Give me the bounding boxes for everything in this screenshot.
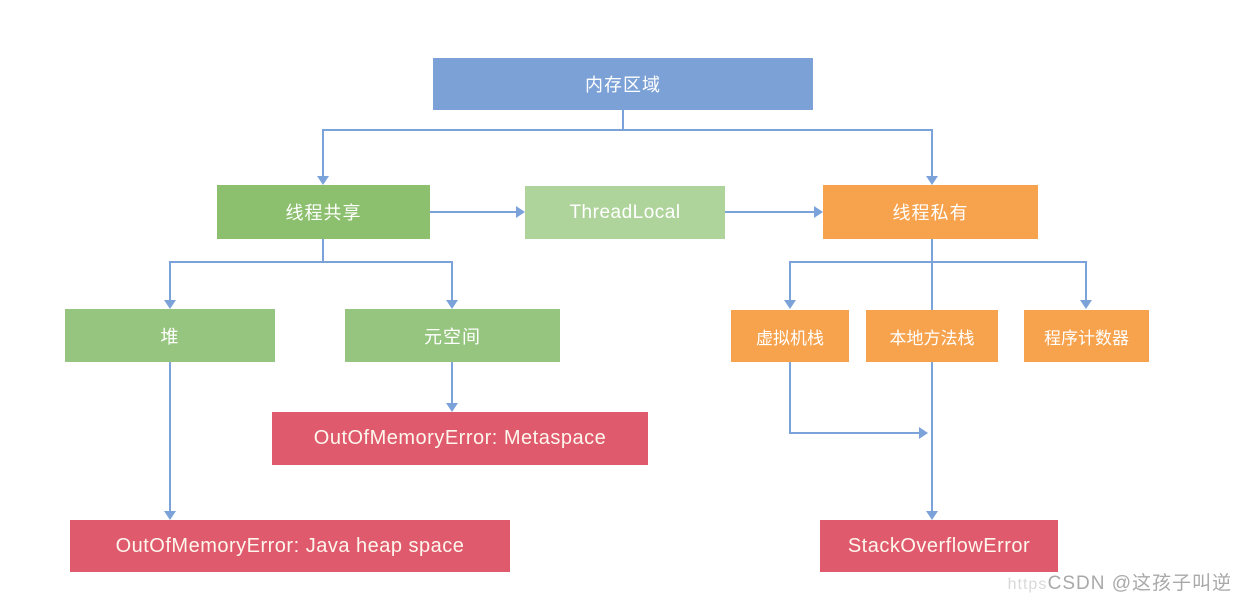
connector-vm-stack-merge bbox=[789, 432, 921, 434]
connector-to-metaspace bbox=[451, 261, 453, 301]
arrowhead-to-thread-private bbox=[926, 176, 938, 185]
node-thread-shared: 线程共享 bbox=[217, 185, 430, 239]
connector-to-vm-stack bbox=[789, 261, 791, 301]
arrowhead-to-vm-stack bbox=[784, 300, 796, 309]
connector-native-stack-down bbox=[931, 362, 933, 513]
arrowhead-to-threadlocal bbox=[516, 206, 525, 218]
arrowhead-to-oom-metaspace bbox=[446, 403, 458, 412]
node-vm-stack: 虚拟机栈 bbox=[731, 310, 849, 362]
connector-to-program-counter bbox=[1085, 261, 1087, 301]
connector-memory-branch bbox=[322, 129, 932, 131]
node-thread-local: ThreadLocal bbox=[525, 186, 725, 239]
arrowhead-vm-stack-merge bbox=[919, 427, 928, 439]
connector-shared-down bbox=[322, 239, 324, 262]
node-metaspace: 元空间 bbox=[345, 309, 560, 362]
arrowhead-to-program-counter bbox=[1080, 300, 1092, 309]
connector-to-thread-shared bbox=[322, 129, 324, 177]
watermark-ghost-url: https bbox=[1007, 576, 1048, 593]
node-heap: 堆 bbox=[65, 309, 275, 362]
connector-shared-branch bbox=[169, 261, 453, 263]
node-program-counter: 程序计数器 bbox=[1024, 310, 1149, 362]
connector-private-branch bbox=[789, 261, 1087, 263]
arrowhead-to-stack-overflow bbox=[926, 511, 938, 520]
connector-to-thread-private bbox=[931, 129, 933, 177]
arrowhead-to-heap bbox=[164, 300, 176, 309]
arrowhead-to-oom-heap bbox=[164, 511, 176, 520]
connector-threadlocal-to-private bbox=[725, 211, 815, 213]
connector-heap-down bbox=[169, 362, 171, 513]
connector-to-heap bbox=[169, 261, 171, 301]
node-memory-area: 内存区域 bbox=[433, 58, 813, 110]
arrowhead-to-private bbox=[814, 206, 823, 218]
node-oom-metaspace: OutOfMemoryError: Metaspace bbox=[272, 412, 648, 465]
node-stack-overflow: StackOverflowError bbox=[820, 520, 1058, 572]
connector-vm-stack-down bbox=[789, 362, 791, 434]
csdn-watermark: https CSDN @这孩子叫逆 bbox=[1008, 568, 1232, 595]
arrowhead-to-metaspace bbox=[446, 300, 458, 309]
node-native-method-stack: 本地方法栈 bbox=[866, 310, 998, 362]
node-thread-private: 线程私有 bbox=[823, 185, 1038, 239]
node-oom-heap: OutOfMemoryError: Java heap space bbox=[70, 520, 510, 572]
connector-private-down bbox=[931, 239, 933, 310]
connector-metaspace-down bbox=[451, 362, 453, 405]
connector-shared-to-threadlocal bbox=[430, 211, 518, 213]
connector-memory-down bbox=[622, 110, 624, 130]
arrowhead-to-thread-shared bbox=[317, 176, 329, 185]
watermark-text: CSDN @这孩子叫逆 bbox=[1047, 573, 1232, 594]
